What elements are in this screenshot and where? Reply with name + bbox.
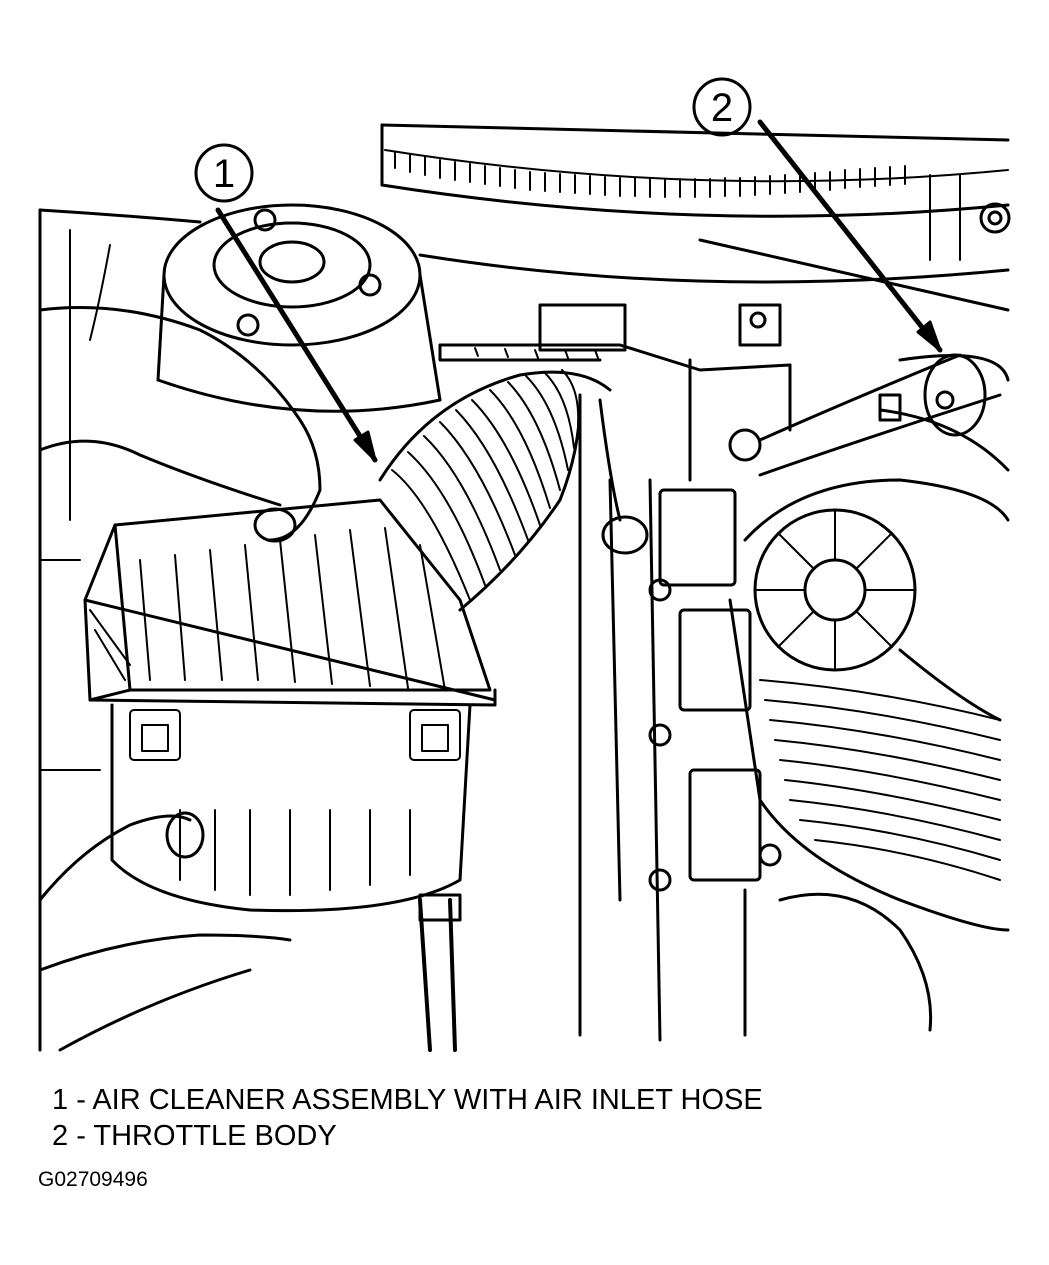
left-fender — [38, 208, 202, 1052]
engine-bay-illustration: 1 2 — [38, 77, 1011, 1052]
throttle-body-area — [438, 303, 1010, 1037]
callout-2: 2 — [692, 77, 943, 353]
strut-tower — [156, 203, 442, 413]
air-cleaner-housing — [110, 703, 472, 1052]
legend-item-1-number: 1 — [52, 1084, 69, 1116]
legend-item-2-text: THROTTLE BODY — [93, 1120, 337, 1152]
legend-item-2: 2 - THROTTLE BODY — [52, 1118, 763, 1154]
cowl-panel — [380, 123, 1011, 312]
ignition-coils — [608, 478, 782, 1042]
intake-manifold — [728, 478, 1010, 1032]
callout-1-number: 1 — [213, 152, 235, 196]
legend-separator: - — [68, 1120, 94, 1152]
hands — [38, 306, 322, 1052]
legend-item-1-text: AIR CLEANER ASSEMBLY WITH AIR INLET HOSE — [92, 1084, 763, 1116]
air-inlet-hose — [378, 369, 612, 612]
air-cleaner-cover — [83, 498, 497, 707]
callout-1: 1 — [194, 143, 378, 463]
legend-item-1: 1 - AIR CLEANER ASSEMBLY WITH AIR INLET … — [52, 1082, 763, 1118]
callout-2-number: 2 — [711, 86, 733, 130]
legend-item-2-number: 2 — [52, 1120, 69, 1152]
parts-legend: 1 - AIR CLEANER ASSEMBLY WITH AIR INLET … — [52, 1082, 763, 1154]
figure-id: G02709496 — [38, 1168, 148, 1191]
legend-separator: - — [68, 1084, 93, 1116]
